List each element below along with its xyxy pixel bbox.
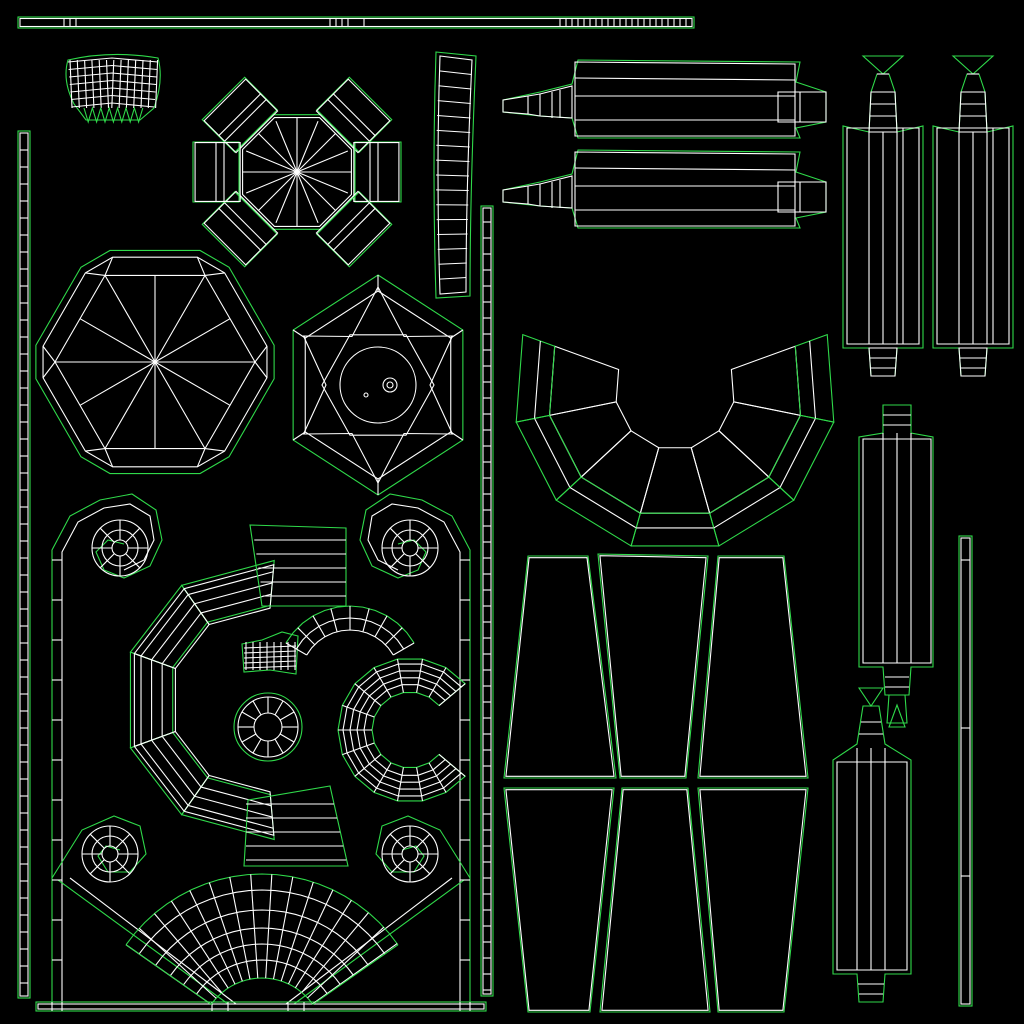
island-fan-bottom <box>125 873 399 1005</box>
island-small-parts <box>233 605 467 802</box>
island-column-1 <box>842 55 924 377</box>
island-column-3 <box>858 404 934 728</box>
island-hexagon-large <box>35 249 275 475</box>
island-mid-strip <box>480 205 494 997</box>
island-beam-top-2 <box>502 149 827 229</box>
island-right-strip <box>958 535 973 1007</box>
island-scroll-frame <box>35 493 487 1012</box>
island-hexagon-star <box>292 274 464 496</box>
island-left-strip <box>17 130 31 999</box>
island-radial-flower <box>192 76 402 268</box>
island-horseshoe-ring <box>515 333 835 547</box>
island-trapezoid-panels <box>503 553 809 1013</box>
island-top-strip <box>17 16 695 29</box>
island-beam-top-1 <box>502 59 827 139</box>
island-column-2 <box>932 55 1014 377</box>
island-curved-strip <box>433 51 477 299</box>
island-basket-small <box>65 53 161 124</box>
island-arc-segments <box>129 524 349 867</box>
island-column-4 <box>832 687 912 1003</box>
